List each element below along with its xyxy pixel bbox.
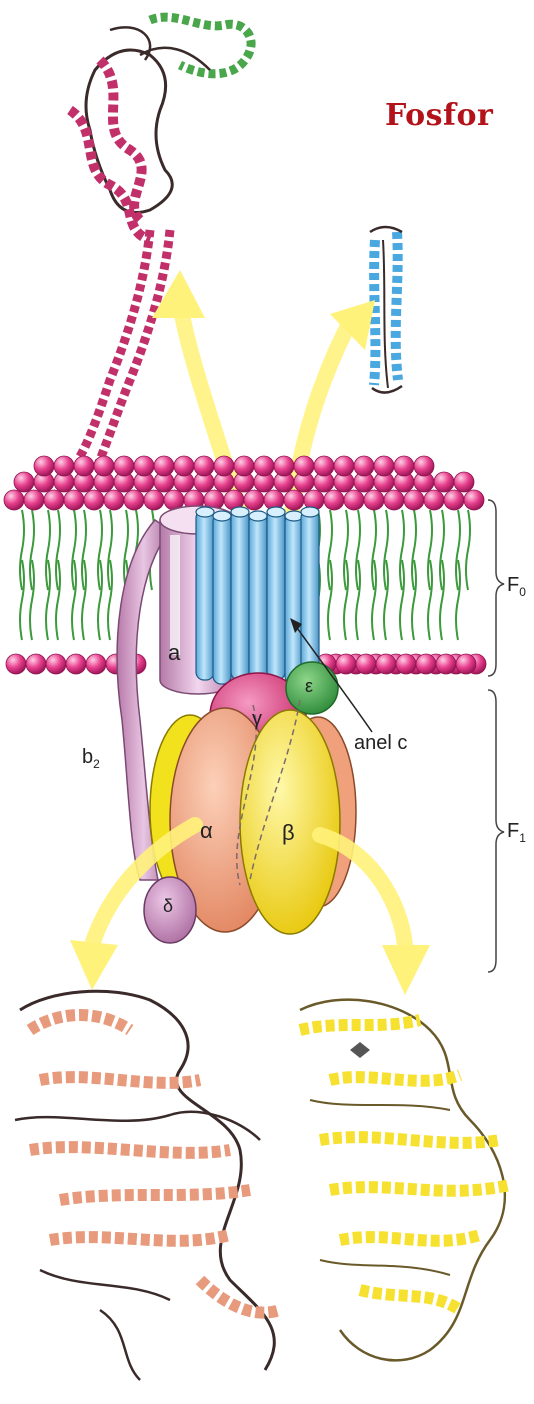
lipid-head	[436, 654, 456, 674]
lipid-head	[124, 490, 144, 510]
lipid-head	[86, 654, 106, 674]
c-subunit	[249, 511, 267, 684]
label-f0: F0	[507, 574, 526, 599]
lipid-head	[234, 456, 254, 476]
c-ring	[196, 507, 319, 684]
lipid-head	[24, 490, 44, 510]
lipid-head	[6, 654, 26, 674]
label-epsilon: ε	[305, 676, 313, 697]
c-subunit	[267, 507, 285, 680]
lipid-head	[384, 490, 404, 510]
lipid-head	[454, 472, 474, 492]
label-alpha: α	[200, 818, 213, 844]
lipid-head	[464, 490, 484, 510]
lipid-head	[44, 490, 64, 510]
lipid-head	[314, 456, 334, 476]
label-f0-sub: 0	[519, 585, 526, 599]
top-right-structure	[370, 227, 402, 393]
page-title: Fosfor	[385, 98, 493, 133]
lipid-head	[274, 456, 294, 476]
c-subunit	[213, 511, 231, 684]
lipid-head	[334, 456, 354, 476]
lipid-head	[294, 456, 314, 476]
lipid-head	[154, 456, 174, 476]
lipid-head	[94, 456, 114, 476]
label-delta: δ	[163, 896, 173, 917]
c-subunit	[231, 507, 249, 680]
lipid-head	[46, 654, 66, 674]
lipid-head	[284, 490, 304, 510]
lipid-head	[396, 654, 416, 674]
label-a: a	[168, 640, 180, 666]
lipid-head	[364, 490, 384, 510]
lipid-head	[336, 654, 356, 674]
alpha-structure	[15, 991, 280, 1380]
lipid-head	[254, 456, 274, 476]
c-subunit	[285, 511, 303, 684]
lipid-head	[416, 654, 436, 674]
label-beta: β	[282, 820, 295, 846]
lipid-head	[376, 654, 396, 674]
lipid-head	[404, 490, 424, 510]
lipid-head	[34, 456, 54, 476]
lipid-head	[84, 490, 104, 510]
label-b2: b2	[82, 746, 100, 771]
lipid-head	[4, 490, 24, 510]
lipid-head	[344, 490, 364, 510]
lipid-head	[374, 456, 394, 476]
lipid-head	[456, 654, 476, 674]
beta-structure	[300, 1000, 510, 1361]
lipid-head	[64, 490, 84, 510]
label-f0-main: F	[507, 574, 519, 596]
top-left-structure	[70, 17, 251, 470]
lipid-head	[174, 456, 194, 476]
lipid-head	[114, 456, 134, 476]
lipid-head	[26, 654, 46, 674]
lipid-head	[444, 490, 464, 510]
lipid-head	[434, 472, 454, 492]
lipid-head	[194, 456, 214, 476]
lipid-head	[134, 456, 154, 476]
lipid-head	[74, 456, 94, 476]
c-subunit	[196, 507, 214, 680]
label-anel-c: anel c	[354, 732, 407, 755]
lipid-head	[356, 654, 376, 674]
label-b2-sub: 2	[93, 757, 100, 771]
label-f1-main: F	[507, 820, 519, 842]
lipid-head	[214, 456, 234, 476]
lipid-head	[104, 490, 124, 510]
lipid-head	[424, 490, 444, 510]
brackets	[488, 500, 504, 972]
lipid-head	[354, 456, 374, 476]
lipid-head	[66, 654, 86, 674]
lipid-head	[54, 456, 74, 476]
lipid-head	[394, 456, 414, 476]
label-b2-main: b	[82, 746, 93, 768]
lipid-head	[144, 490, 164, 510]
label-gamma: γ	[252, 708, 262, 731]
lipid-head	[414, 456, 434, 476]
lipid-head	[324, 490, 344, 510]
lipid-head	[14, 472, 34, 492]
label-f1: F1	[507, 820, 526, 845]
lipid-head	[244, 490, 264, 510]
label-f1-sub: 1	[519, 831, 526, 845]
